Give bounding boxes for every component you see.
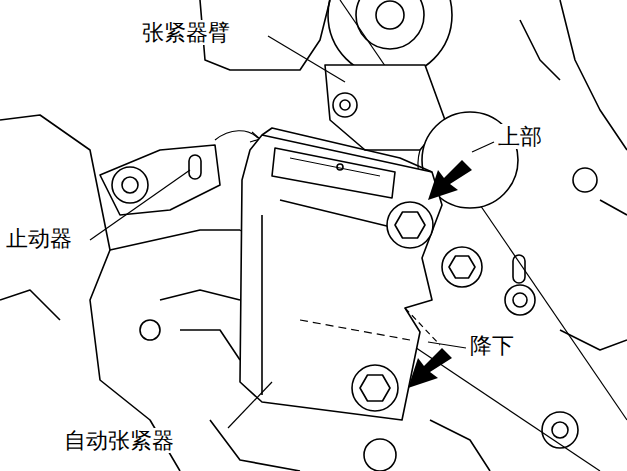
mounting-bolt: [364, 439, 396, 471]
stopper-bracket: [112, 167, 148, 203]
engine-block-outline: [600, 200, 627, 215]
leader-line: [90, 36, 494, 428]
tensioner-arm: [340, 100, 350, 110]
engine-block-outline: [430, 420, 490, 471]
leader-line: [268, 36, 345, 82]
engine-block-outline: [110, 230, 240, 250]
engine-block-outline: [210, 420, 300, 471]
mounting-bolt: [573, 168, 597, 192]
engine-block-outline: [160, 290, 240, 300]
mounting-bolt: [449, 256, 475, 278]
part-label: 止动器: [4, 226, 74, 251]
pointer-arrow: [408, 160, 472, 388]
mounting-bolt: [542, 412, 578, 448]
leader-line: [228, 382, 272, 428]
auto-tensioner-body: [272, 148, 395, 198]
auto-tensioner-body: [337, 164, 343, 170]
pulley: [376, 1, 404, 29]
leader-line: [90, 170, 190, 240]
part-label: 自动张紧器: [62, 428, 176, 453]
pointer-arrow: [408, 348, 452, 388]
mounting-bolt: [552, 422, 568, 438]
engine-block-outline: [180, 330, 240, 360]
mounting-bolt: [140, 320, 160, 340]
leader-line: [472, 142, 494, 152]
mounting-bolt: [395, 212, 425, 238]
mounting-bolt: [360, 375, 390, 401]
mounting-bolt: [442, 247, 482, 287]
pulley: [356, 0, 424, 49]
part-label: 张紧器臂: [140, 20, 232, 45]
engine-block-outline: [560, 0, 627, 150]
mounting-bolt: [513, 293, 527, 307]
mounting-bolt: [505, 285, 535, 315]
engine-block-outline: [0, 290, 60, 320]
stopper-bracket: [189, 155, 201, 179]
auto-tensioner-body: [240, 128, 442, 420]
leader-line: [428, 342, 466, 348]
tensioner-arm: [333, 93, 357, 117]
part-label: 上部: [496, 124, 544, 149]
stopper-bracket: [215, 131, 258, 140]
auto-tensioner-body: [290, 158, 380, 176]
part-label: 降下: [468, 333, 516, 358]
auto-tensioner-body: [405, 308, 440, 345]
auto-tensioner-body: [261, 215, 263, 395]
stopper-bracket: [100, 145, 220, 215]
mounting-bolt: [352, 365, 398, 411]
mounting-bolt: [387, 202, 433, 248]
mounting-bolt: [140, 168, 597, 471]
engine-block-outline: [520, 20, 560, 80]
auto-tensioner-body: [300, 320, 410, 340]
stopper-bracket: [122, 177, 138, 193]
stopper-bracket: [100, 131, 260, 215]
engine-block-outline: [560, 330, 627, 350]
auto-tensioner-body: [280, 200, 395, 228]
pointer-arrow: [428, 160, 472, 200]
mounting-bolt: [513, 255, 525, 283]
